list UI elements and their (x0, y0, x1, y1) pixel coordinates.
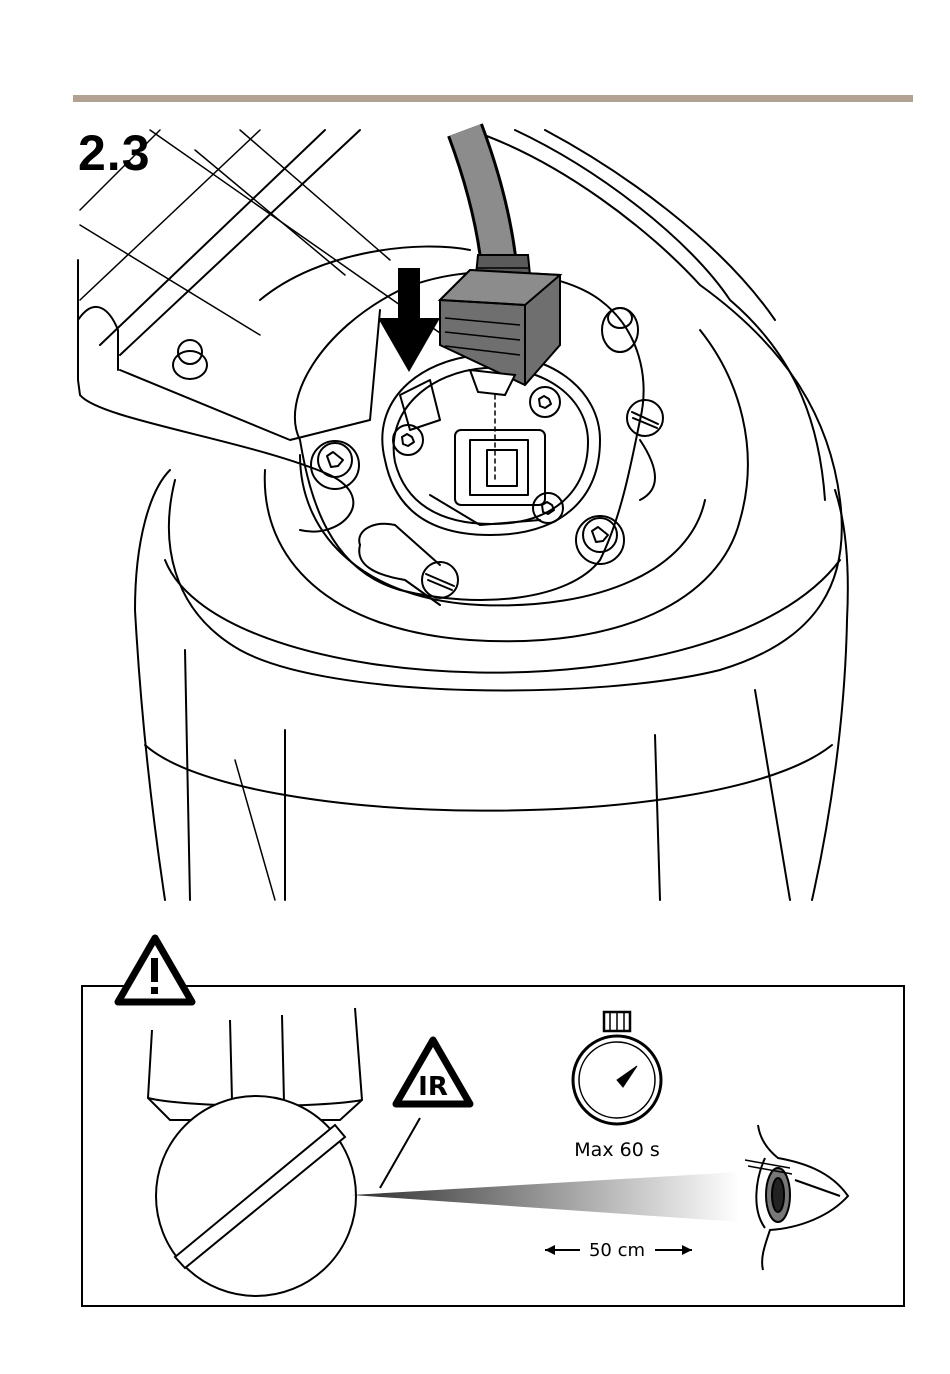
ir-pointer-line (380, 1118, 420, 1188)
eye-icon (745, 1125, 848, 1270)
timer-label: Max 60 s (574, 1139, 659, 1161)
distance-label: 50 cm (589, 1240, 645, 1261)
stopwatch-icon (573, 1012, 661, 1124)
dome-camera-illustration (148, 1008, 362, 1296)
ir-beam (352, 1172, 740, 1222)
ir-triangle-icon: IR (396, 1040, 470, 1104)
warning-triangle-icon (118, 938, 192, 1002)
ir-symbol-text: IR (418, 1072, 448, 1102)
